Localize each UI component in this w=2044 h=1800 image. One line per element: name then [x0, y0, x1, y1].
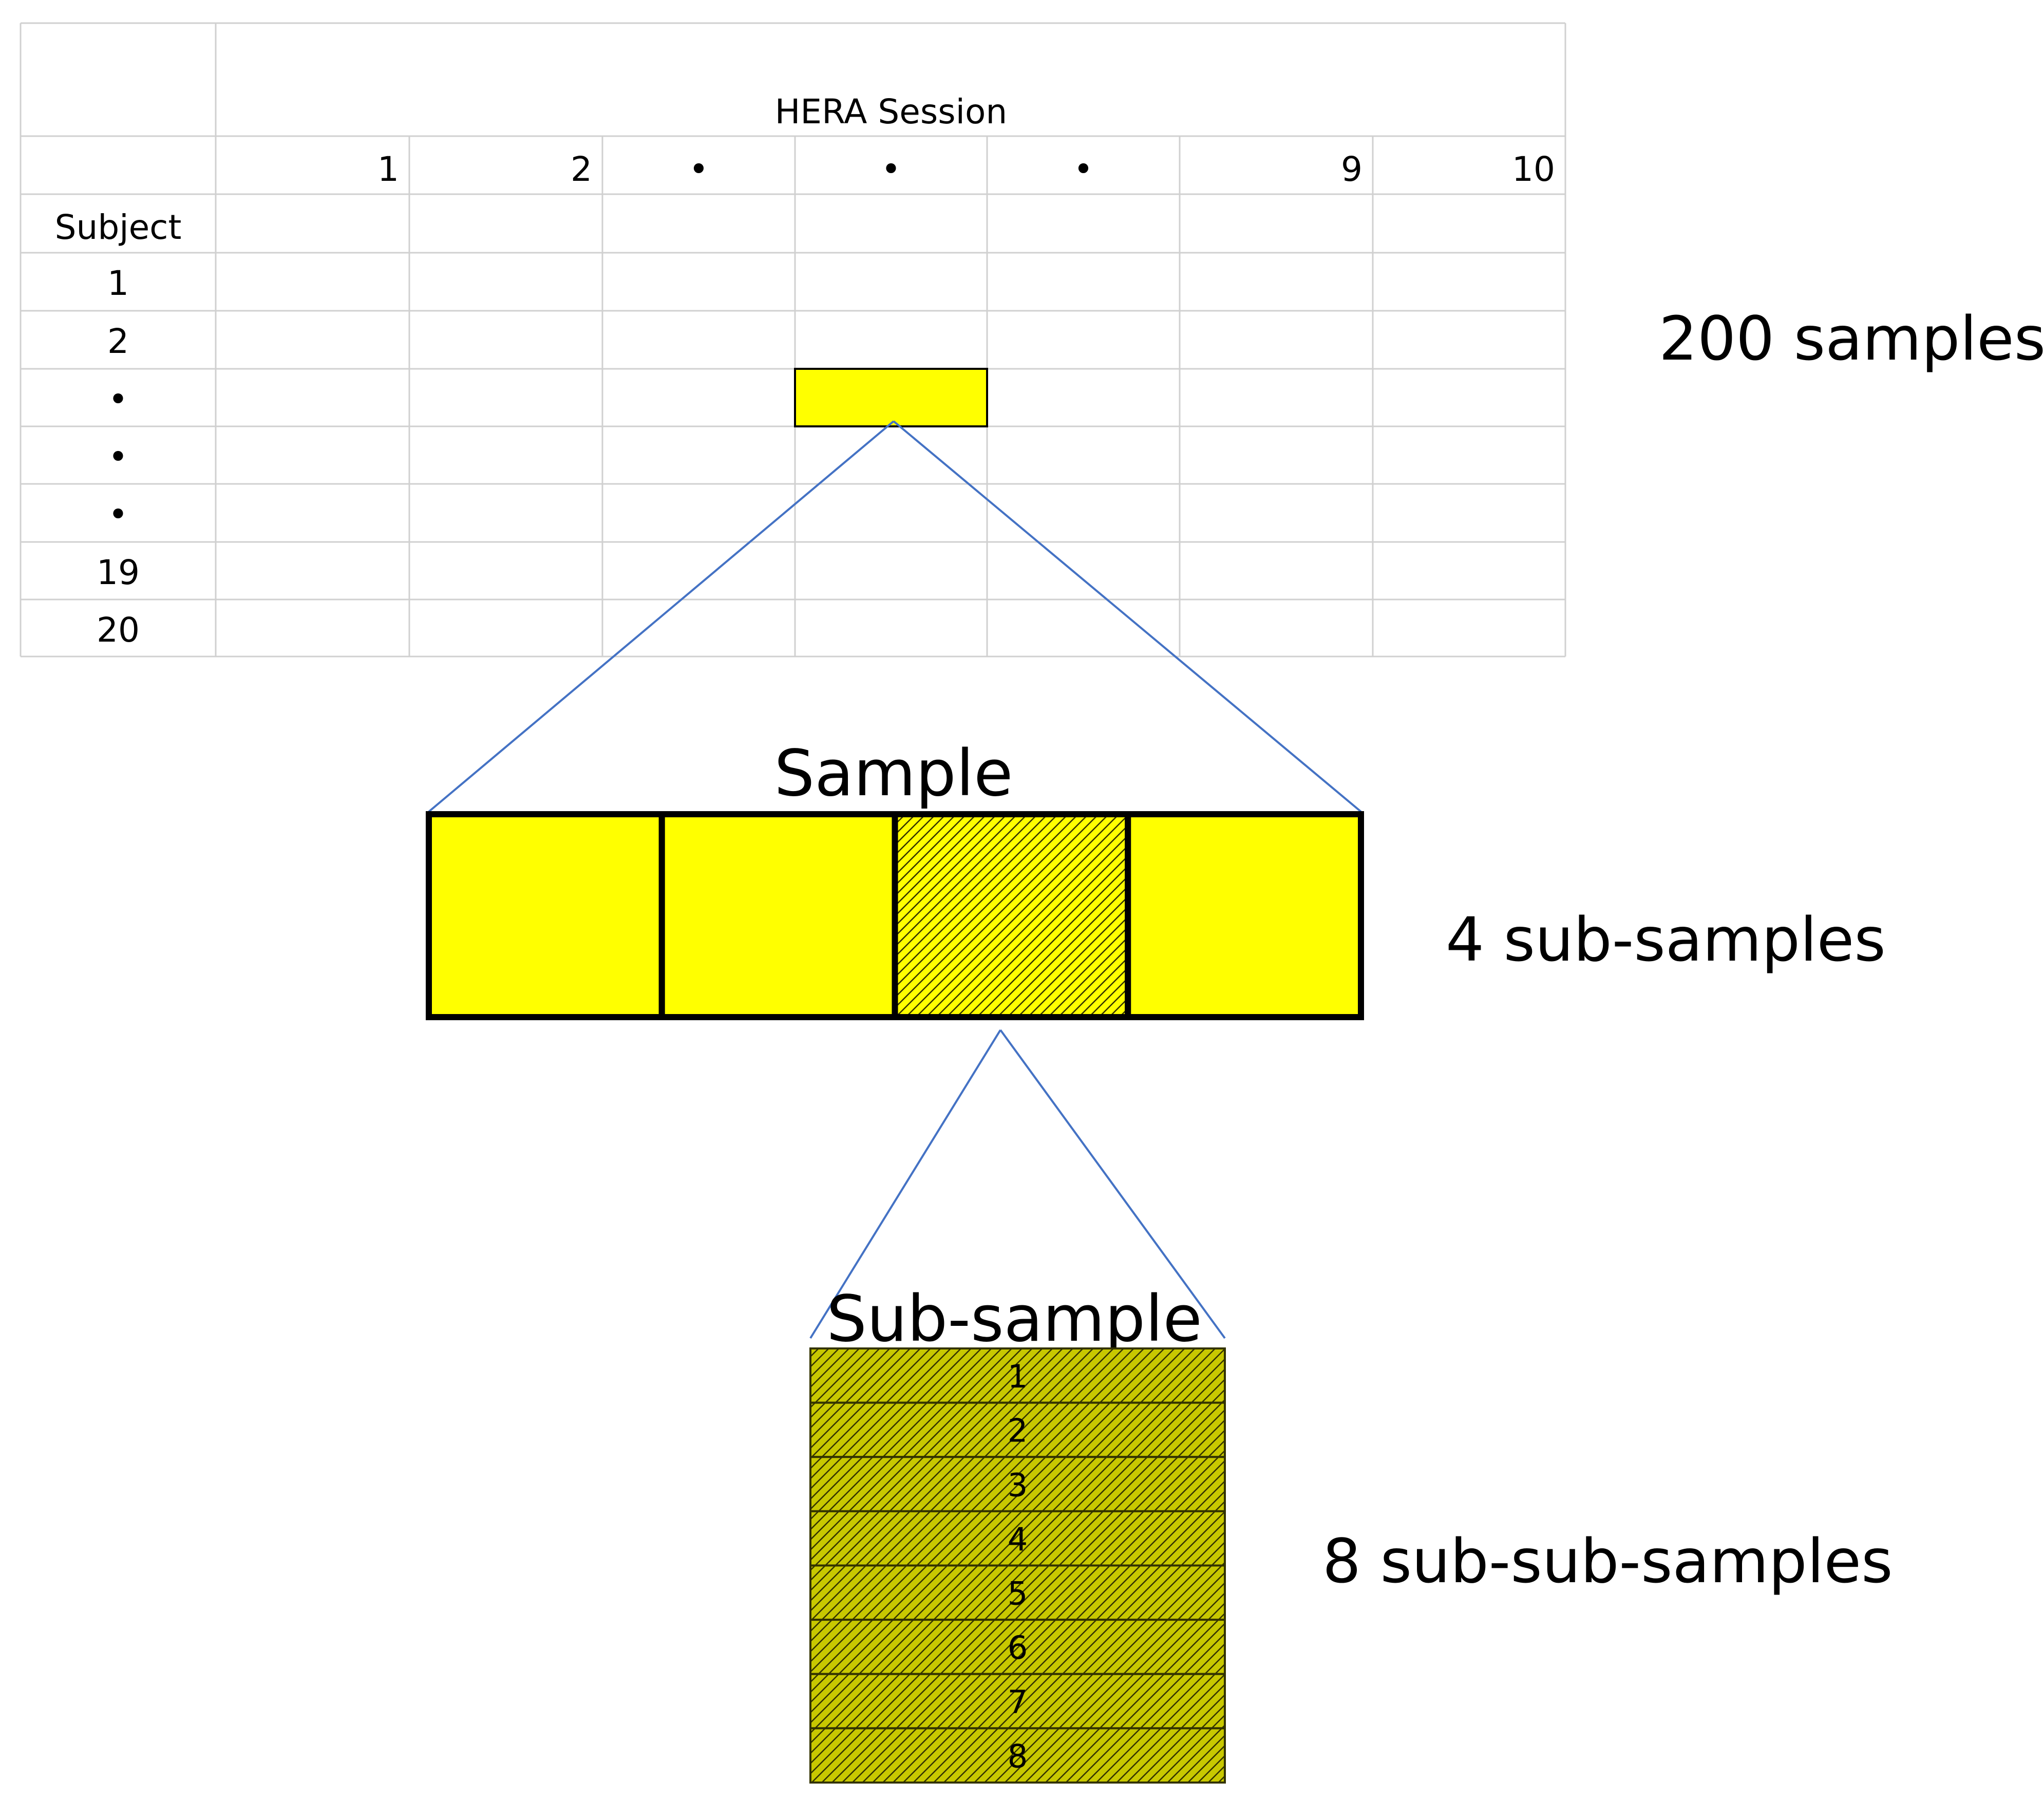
column-label: 9	[1341, 149, 1362, 189]
row-label: 19	[97, 553, 140, 592]
column-label: 2	[571, 149, 592, 189]
sub-sub-samples-label: 8 sub-sub-samples	[1322, 1526, 1893, 1597]
sub-sub-sample-number: 8	[1008, 1737, 1028, 1775]
sub-sample-title: Sub-sample	[826, 1282, 1202, 1356]
connector-line-left-upper	[428, 420, 895, 813]
sub-sub-sample-cell	[809, 1347, 1226, 1404]
sub-sub-sample-cell	[809, 1510, 1226, 1567]
highlighted-cell	[794, 368, 988, 427]
table-header-title: HERA Session	[775, 92, 1007, 132]
sub-sample-cell	[1125, 811, 1364, 1020]
row-label: •	[108, 437, 128, 477]
sub-sub-sample-cell	[809, 1619, 1226, 1675]
connector-line-left-lower	[809, 1029, 1001, 1339]
column-label: •	[1073, 149, 1093, 189]
sub-samples-label: 4 sub-samples	[1446, 904, 1886, 975]
connector-line-right-lower	[999, 1029, 1226, 1339]
column-label: 10	[1512, 149, 1555, 189]
sub-sample-column: 1 2 3 4 5 6 7 8	[809, 1347, 1226, 1784]
row-label: 2	[107, 322, 129, 361]
samples-label: 200 samples	[1659, 303, 2044, 374]
row-label: 1	[107, 264, 129, 303]
sub-sub-sample-cell	[809, 1673, 1226, 1730]
column-label: 1	[377, 149, 399, 189]
sub-sub-sample-cell	[809, 1401, 1226, 1458]
sub-sub-sample-cell	[809, 1727, 1226, 1784]
column-label: •	[881, 149, 901, 189]
sub-sub-sample-number: 2	[1008, 1412, 1028, 1450]
sub-sub-sample-cell	[809, 1456, 1226, 1512]
row-header: Subject	[55, 208, 182, 247]
sub-sub-sample-number: 7	[1008, 1683, 1028, 1721]
sub-sample-hatched	[892, 811, 1131, 1020]
sub-sub-sample-number: 6	[1008, 1629, 1028, 1666]
sub-sample-cell	[658, 811, 898, 1020]
row-label: •	[108, 495, 128, 534]
row-label: 20	[97, 610, 140, 650]
sub-sub-sample-number: 3	[1008, 1466, 1028, 1504]
row-label: •	[108, 380, 128, 419]
sub-sub-sample-number: 1	[1008, 1358, 1028, 1395]
connector-line-right-upper	[893, 420, 1362, 813]
sample-box	[426, 811, 1364, 1020]
sub-sample-cell	[426, 811, 665, 1020]
highlighted-cell-border	[794, 368, 988, 427]
sample-title: Sample	[774, 737, 1013, 811]
sub-sub-sample-number: 4	[1008, 1521, 1028, 1558]
column-label: •	[689, 149, 709, 189]
sub-sub-sample-number: 5	[1008, 1575, 1028, 1613]
